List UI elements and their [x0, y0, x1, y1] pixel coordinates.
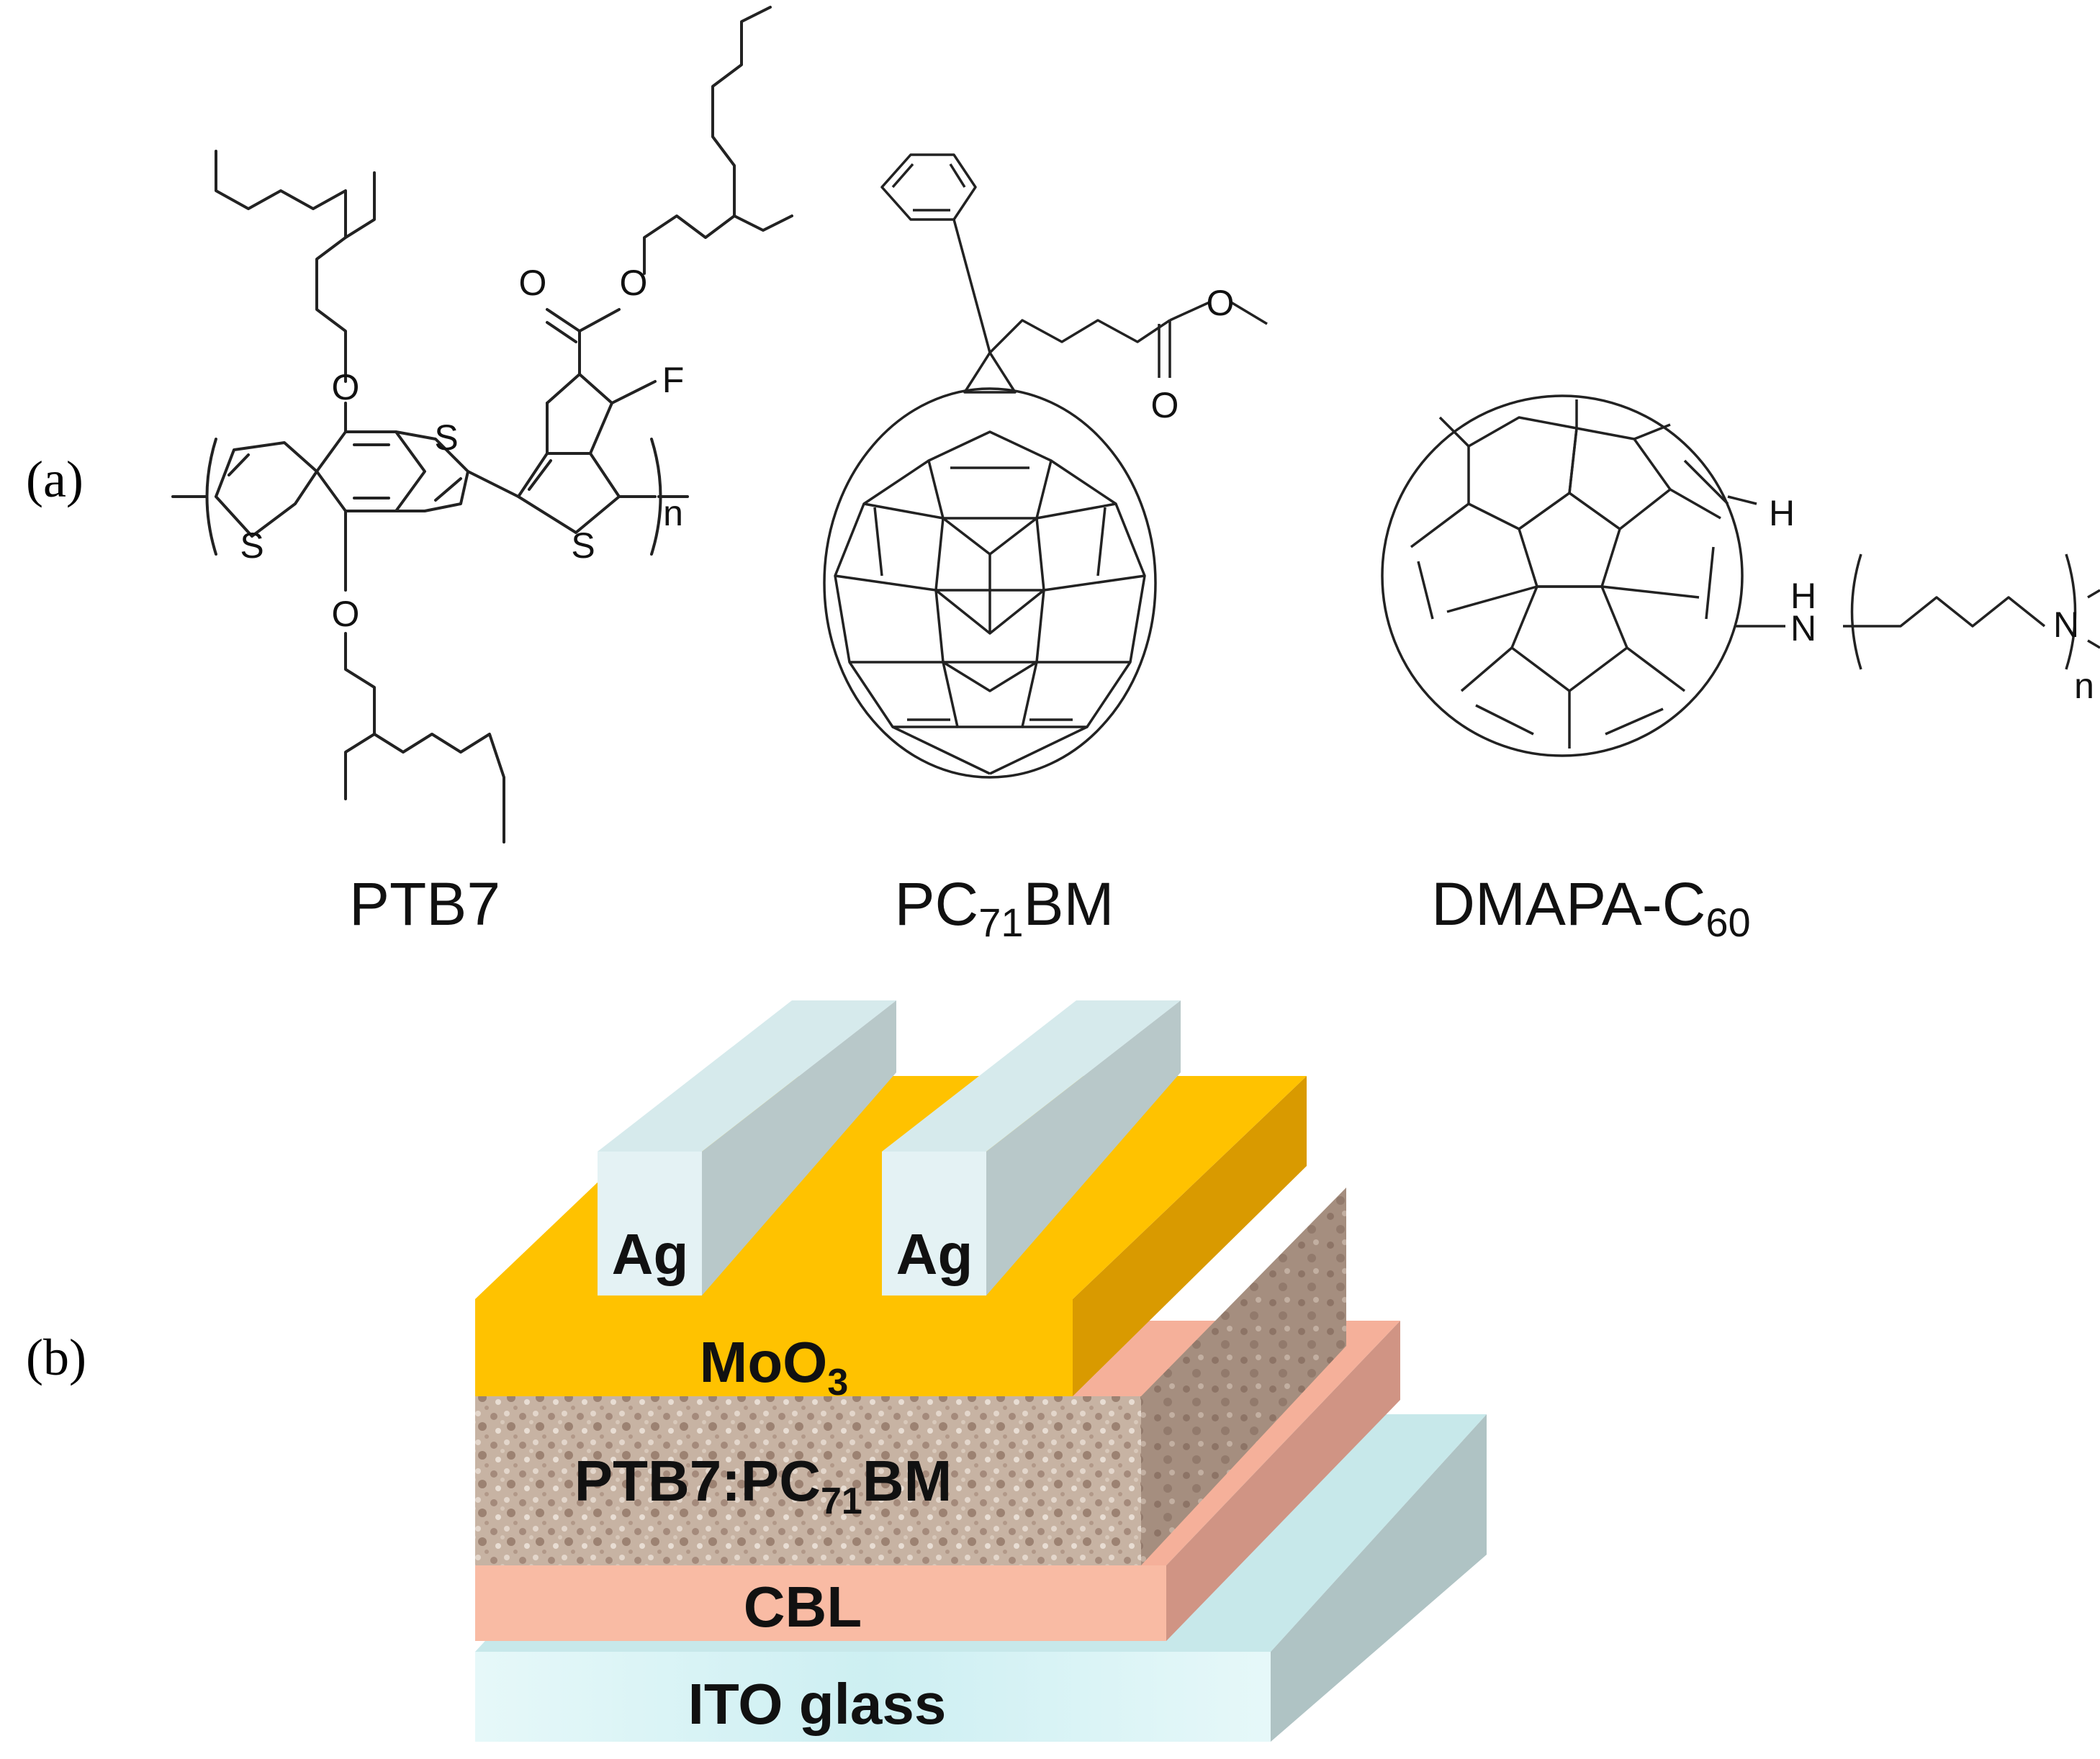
active-layer-label: PTB7:PC71BM	[574, 1449, 952, 1522]
panel-label-b: (b)	[26, 1329, 86, 1386]
ito-label: ITO glass	[688, 1672, 947, 1736]
ptb7-top-side-chain	[215, 150, 347, 383]
dmapa-atom-h2: H	[1790, 576, 1816, 616]
ag2-front	[882, 1152, 986, 1295]
ito-front	[475, 1652, 1271, 1742]
panel-label-a: (a)	[26, 451, 84, 508]
moo3-label-subscript: 3	[827, 1362, 848, 1403]
pc71bm-phenyl	[880, 153, 977, 221]
ptb7-name: PTB7	[349, 870, 500, 938]
ptb7-left-bracket	[205, 438, 217, 556]
pc71bm-atom-o-carbonyl: O	[1151, 385, 1179, 425]
ag-label-1: Ag	[612, 1222, 689, 1286]
ptb7-atom-s-bdt: S	[434, 417, 458, 458]
ptb7-bdt-thiophene	[395, 430, 469, 512]
cbl-side	[1166, 1321, 1400, 1641]
active-front	[475, 1396, 1141, 1565]
dmapa-name-subscript: 60	[1705, 900, 1750, 945]
dmapa-repeat-n: n	[2074, 666, 2094, 706]
ptb7-ester-chain	[643, 6, 772, 275]
dmapa-atom-n2: N	[2053, 605, 2079, 645]
dmapa-structure	[1381, 394, 2100, 757]
dmapa-atom-n1: N	[1790, 608, 1816, 648]
ag1-front	[598, 1152, 702, 1295]
pc71bm-name: PC71BM	[895, 870, 1114, 945]
moo3-front	[475, 1299, 1073, 1396]
ptb7-thienothiophene	[517, 452, 621, 534]
device-labels: Ag Ag MoO3 PTB7:PC71BM CBL ITO glass	[574, 1222, 973, 1736]
moo3-side	[1073, 1076, 1307, 1396]
cbl-front	[475, 1565, 1166, 1641]
ptb7-atom-s-tt: S	[571, 525, 595, 566]
dmapa-propyl-chain	[1843, 596, 2046, 628]
pc71bm-atom-o-ester: O	[1207, 283, 1235, 323]
dmapa-left-bracket	[1850, 553, 1862, 670]
ag2-side	[986, 1000, 1181, 1295]
ptb7-atom-o-ester: O	[620, 263, 648, 303]
active-side	[1141, 1188, 1346, 1565]
ptb7-atoms: O O S S S O O F n	[240, 263, 684, 634]
ptb7-repeat-n: n	[663, 493, 683, 533]
pc71bm-structure	[823, 153, 1268, 779]
ito-side	[1271, 1414, 1487, 1742]
pc71bm-atoms: O O	[1151, 283, 1235, 425]
active-layer-label-subscript: 71	[821, 1480, 862, 1522]
ptb7-bottom-side-chain	[344, 632, 376, 800]
ptb7-atom-o-carbonyl: O	[519, 263, 547, 303]
ptb7-top-ethyl	[344, 171, 376, 239]
ag1-side	[702, 1000, 896, 1295]
ptb7-left-thiophene	[215, 441, 318, 538]
dmapa-right-bracket	[2065, 553, 2077, 670]
pc71bm-name-subscript: 71	[978, 900, 1023, 945]
ag1-top	[598, 1000, 896, 1152]
ptb7-atom-o-bottom: O	[332, 594, 360, 634]
ptb7-atom-f: F	[662, 360, 685, 400]
dmapa-atoms: H H N N n	[1769, 493, 2094, 706]
ptb7-atom-s-left: S	[240, 525, 263, 566]
pc71bm-cage-outline	[823, 387, 1157, 779]
cbl-label: CBL	[744, 1575, 862, 1639]
moo3-label: MoO3	[700, 1330, 849, 1403]
ptb7-structure	[171, 6, 793, 844]
ag-label-2: Ag	[896, 1222, 973, 1286]
device-stack	[475, 1000, 1487, 1742]
dmapa-atom-h1: H	[1769, 493, 1795, 533]
ag2-top	[882, 1000, 1181, 1152]
dmapa-cage-outline	[1381, 394, 1744, 757]
ptb7-atom-o-top: O	[332, 367, 360, 407]
pc71bm-ester-chain	[988, 319, 1171, 354]
dmapa-name: DMAPA-C60	[1431, 870, 1750, 945]
